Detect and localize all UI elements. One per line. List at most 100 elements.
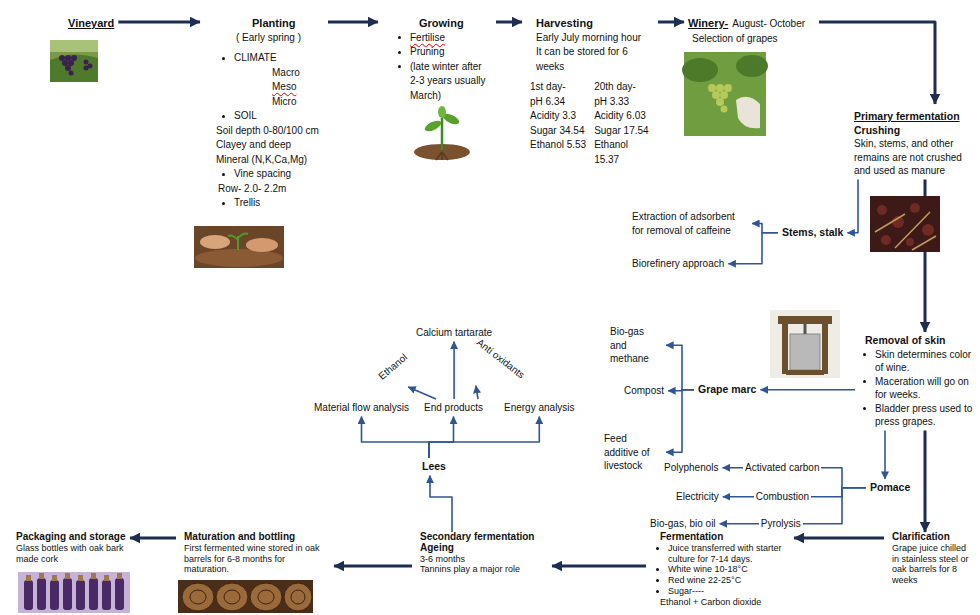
body-text: 1st day- [526, 80, 590, 95]
oak-barrels-photo-part [190, 590, 305, 604]
grape-selection-photo-part-part [720, 91, 728, 99]
body-text: 20th day- [590, 80, 654, 95]
stage-node: Removal of skinSkin determines color of … [855, 332, 977, 431]
stage-node: Secondary fermentationAgeing3-6 monthsTa… [412, 532, 552, 577]
sapling-picture-part [436, 152, 448, 160]
body-text: Compost [624, 384, 664, 398]
stage-heading: Removal of skin [859, 334, 973, 348]
stage-node: Compost [620, 382, 668, 400]
body-text: Energy analysis [504, 401, 575, 415]
body-text: Micro [204, 95, 324, 110]
body-text: Grape juice chilled in stainless steel o… [888, 543, 973, 586]
stage-heading: Vineyard [68, 16, 114, 31]
sapling-picture [414, 106, 470, 160]
bladder-press-picture-part [804, 324, 807, 334]
grape-selection-photo-part-part [724, 84, 732, 92]
grape-selection-photo-part [736, 97, 760, 128]
body-text: Macro [204, 66, 324, 81]
planting-photo-part [194, 226, 284, 268]
vineyard-photo-part-part [65, 65, 71, 71]
planting-photo-part [200, 235, 230, 249]
crushed-grapes-photo-part [875, 212, 936, 250]
vineyard-photo-part [59, 55, 93, 76]
wine-bottles-photo-part-part [78, 575, 83, 581]
grape-selection-photo-part [682, 58, 718, 82]
body-text: ( Early spring ) [204, 31, 324, 46]
body-text: Clayey and deep [204, 138, 324, 153]
stage-node: Energy analysis [500, 399, 579, 417]
stage-node: Primary fermentationCrushingSkin, stems,… [850, 104, 976, 180]
stage-node: Biorefinery approach [628, 255, 728, 273]
stage-node: Packaging and storageGlass bottles with … [8, 532, 130, 566]
planting-photo-part [246, 238, 278, 252]
grape-selection-photo-part-part [708, 84, 716, 92]
body-text: Anti oxidants [474, 336, 527, 382]
flow-connector [429, 417, 539, 459]
crushed-grapes-photo-part-part [910, 203, 920, 213]
wine-bottles-photo-part-part [76, 580, 85, 610]
flow-connector [453, 342, 455, 400]
stage-heading: Packaging and storage [12, 532, 126, 543]
stage-node: ClarificationGrape juice chilled in stai… [884, 532, 977, 588]
body-text: 3-6 months [416, 554, 548, 565]
bladder-press-picture-part [782, 316, 788, 374]
value-columns: 1st day-pH 6.34Acidity 3.3Sugar 34.54Eth… [526, 80, 654, 167]
text-row: Winery-August- October [688, 16, 815, 32]
sapling-picture-part [438, 106, 446, 118]
wine-bottles-photo-part-part [117, 573, 122, 579]
planting-photo-part [195, 249, 283, 267]
flow-connector [496, 21, 522, 24]
oak-barrels-photo-part-part [190, 590, 206, 604]
body-text: End products [424, 401, 483, 415]
bladder-press-picture-part [786, 370, 824, 375]
body-text: Acidity 6.03 [590, 109, 654, 124]
flow-connector [658, 21, 684, 24]
flow-connector [728, 233, 778, 264]
bullet-item: White wine 10-18°C [650, 564, 790, 575]
grape-selection-photo-part-part [721, 106, 728, 113]
body-text: Extraction of adsorbent for removal of c… [632, 210, 748, 237]
flow-connector [552, 565, 646, 568]
stage-node: GrowingFertilisePruning(late winter afte… [378, 14, 496, 105]
flow-connector [429, 417, 454, 459]
stage-node: HarvestingEarly July morning hourIt can … [522, 14, 658, 169]
body-text: Sugar 34.54 [526, 124, 590, 139]
stage-heading: Growing [382, 16, 492, 31]
body-text: Mineral (N,K,Ca,Mg) [204, 153, 324, 168]
stage-heading: Ageing [416, 543, 548, 554]
value-column: 20th day-pH 3.33Acidity 6.03Sugar 17.54E… [590, 80, 654, 167]
edge-label: Pyrolysis [759, 518, 803, 530]
wine-bottles-photo-part-part [104, 575, 109, 581]
value-column: 1st day-pH 6.34Acidity 3.3Sugar 34.54Eth… [526, 80, 590, 167]
oak-barrels-photo-part-part [216, 583, 248, 611]
flow-connector [884, 431, 886, 480]
body-text: Tannins play a major role [416, 564, 548, 575]
stage-node: Feed additive of livestock [600, 430, 666, 475]
stage-node: Bio-gas and methane [606, 323, 666, 368]
stage-heading: Crushing [854, 124, 972, 138]
body-text: Glass bottles with oak bark made cork [12, 543, 126, 565]
body-text: Ethanol 15.37 [590, 138, 654, 167]
vineyard-photo-part-part [69, 71, 74, 76]
stage-heading: Pomace [870, 481, 910, 495]
body-text: August- October [732, 17, 805, 32]
flow-connector [666, 390, 694, 453]
wine-bottles-photo-part-part [50, 580, 59, 610]
body-text: Ethanol 5.53 [526, 138, 590, 153]
stage-heading: Grape marc [698, 383, 756, 397]
oak-barrels-photo [178, 580, 313, 613]
stage-node: Anti oxidants [470, 332, 532, 386]
grape-selection-photo-part [708, 84, 732, 113]
body-text: Row- 2.0- 2.2m [204, 182, 324, 197]
bullet-item: Skin determines color of wine. [859, 348, 973, 375]
flow-connector [847, 180, 858, 233]
planting-photo [194, 226, 284, 268]
stage-node: Material flow analysis [310, 399, 413, 417]
body-text: Early July morning hour [526, 31, 654, 46]
body-text: Ethanol [376, 351, 411, 383]
grape-selection-photo-part [736, 55, 768, 77]
wine-bottles-photo-part [26, 573, 122, 581]
body-text: Bio-gas, bio oil [650, 517, 716, 531]
body-text: First fermented wine stored in oak barre… [180, 543, 330, 575]
